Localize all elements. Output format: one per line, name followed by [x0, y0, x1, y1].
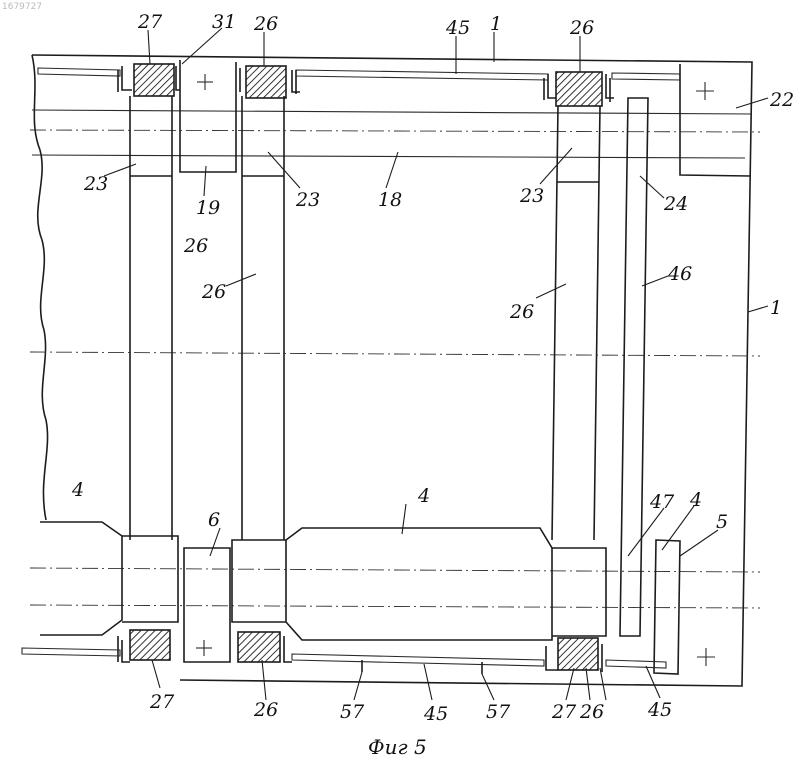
label-26-bottom-b: 26 — [579, 701, 604, 723]
label-18: 18 — [378, 189, 402, 211]
top-seals — [118, 64, 614, 106]
figure-caption: Фиг 5 — [368, 735, 427, 759]
label-26-bottom-a: 26 — [253, 699, 278, 721]
label-19: 19 — [196, 197, 220, 219]
label-4-c: 4 — [689, 489, 702, 511]
label-27-top: 27 — [137, 11, 163, 33]
label-1-right: 1 — [770, 297, 782, 319]
label-26-top-a: 26 — [253, 13, 278, 35]
leader-lines — [104, 28, 768, 700]
label-27-bottom-a: 27 — [149, 691, 175, 713]
label-23-b: 23 — [295, 189, 320, 211]
label-24: 24 — [663, 193, 688, 215]
label-22: 22 — [769, 89, 794, 111]
label-6: 6 — [208, 509, 220, 531]
label-31: 31 — [212, 11, 236, 33]
label-57-a: 57 — [340, 701, 365, 723]
label-46: 46 — [667, 263, 692, 285]
label-4-a: 4 — [71, 479, 84, 501]
label-23-c: 23 — [519, 185, 544, 207]
label-47: 47 — [649, 491, 675, 513]
label-1-top: 1 — [490, 13, 502, 35]
label-26-c: 26 — [509, 301, 534, 323]
label-5: 5 — [716, 511, 728, 533]
label-26-b: 26 — [201, 281, 226, 303]
label-23-a: 23 — [83, 173, 108, 195]
label-45-bottom-a: 45 — [423, 703, 448, 725]
label-26-a: 26 — [183, 235, 208, 257]
label-45-top: 45 — [445, 17, 470, 39]
plates — [620, 98, 680, 674]
label-4-b: 4 — [417, 485, 430, 507]
block-22 — [680, 64, 750, 176]
label-57-b: 57 — [486, 701, 511, 723]
label-45-bottom-b: 45 — [647, 699, 672, 721]
stamp-text: 1679727 — [2, 2, 42, 12]
label-26-top-b: 26 — [569, 17, 594, 39]
label-27-bottom-b: 27 — [551, 701, 577, 723]
